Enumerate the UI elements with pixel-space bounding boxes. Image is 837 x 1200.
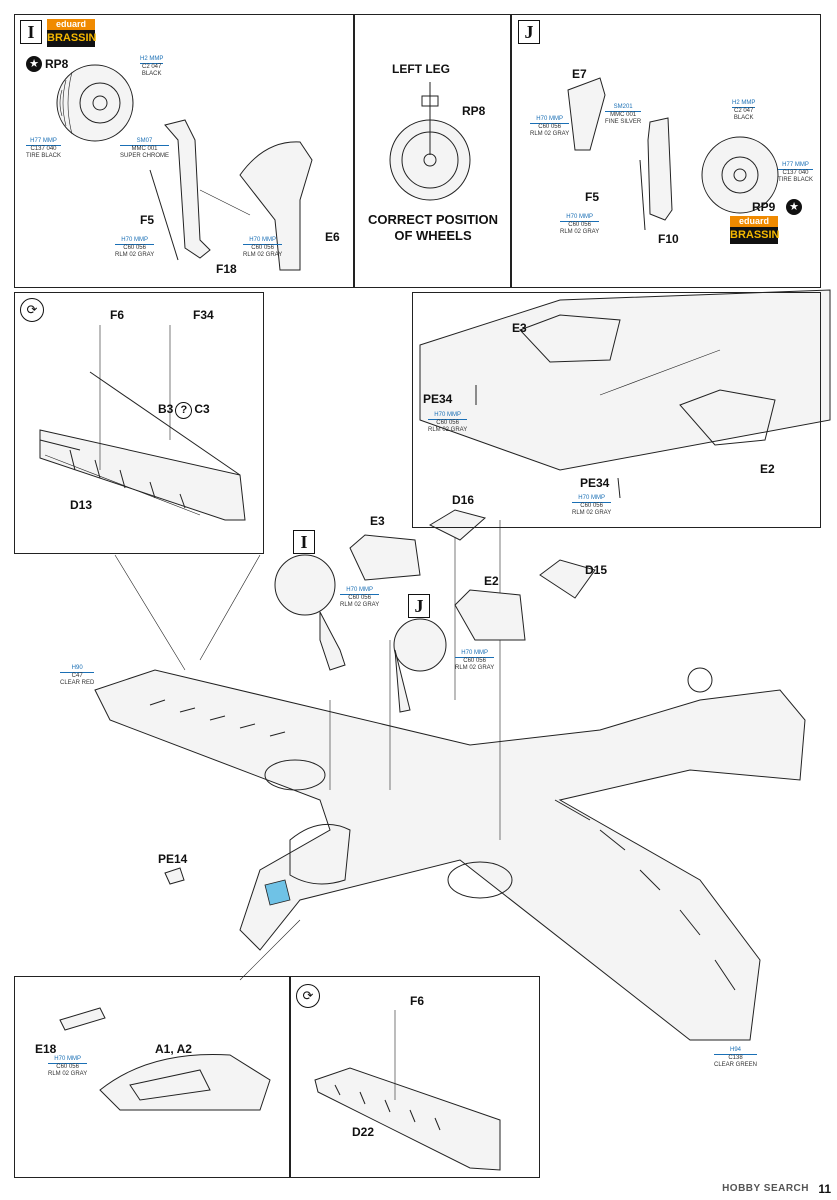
panel-step-i: [14, 14, 354, 288]
main-strut-i-icon: [274, 554, 346, 671]
left-leg-label: LEFT LEG: [392, 62, 450, 76]
correct-position-caption: CORRECT POSITION OF WHEELS: [367, 212, 498, 243]
part-d22: D22: [352, 1125, 375, 1139]
ref-step-i: I: [293, 530, 315, 554]
part-rp8-correct: RP8: [462, 104, 486, 118]
watermark: HOBBY SEARCH: [722, 1183, 809, 1194]
part-f6: F6: [110, 308, 125, 322]
part-pe14: PE14: [158, 852, 188, 866]
part-e7: E7: [572, 67, 587, 81]
j-strut-icon: [567, 77, 779, 231]
step-j-label: J: [518, 20, 540, 44]
part-a1-a2: A1, A2: [155, 1042, 192, 1056]
panel-correct-position: [354, 14, 511, 288]
ref-step-j: J: [408, 594, 430, 618]
panel-step-j: [511, 14, 821, 288]
correct-wheel-icon: [389, 82, 471, 201]
panel-wing-tip-detail: [290, 976, 540, 1178]
part-e3-detail: E3: [512, 321, 527, 335]
part-e2: E2: [484, 574, 499, 588]
step-i-label: I: [20, 20, 42, 44]
wheel-icon: [56, 64, 134, 142]
part-f5-j: F5: [585, 190, 600, 204]
rotate-icon: ⟳: [20, 298, 44, 322]
part-pe34-b: PE34: [580, 476, 610, 490]
part-f6-bottom: F6: [410, 994, 425, 1008]
cockpit-detail-icon: [59, 1007, 271, 1111]
part-e6: E6: [325, 230, 340, 244]
rotate-icon-2: ⟳: [296, 984, 320, 1008]
question-icon: ?: [175, 402, 193, 419]
part-d16: D16: [452, 493, 475, 507]
wing-tip-detail-icon: [314, 1010, 501, 1171]
part-e18: E18: [35, 1042, 57, 1056]
part-rp8: RP8: [45, 57, 69, 71]
part-rp9: RP9: [752, 200, 776, 214]
part-e3: E3: [370, 514, 385, 528]
part-pe34-a: PE34: [423, 392, 453, 406]
part-d13: D13: [70, 498, 93, 512]
star-icon-j: ★: [786, 199, 802, 215]
part-f5: F5: [140, 213, 155, 227]
part-e2-detail: E2: [760, 462, 775, 476]
strut-icon: [149, 119, 313, 271]
main-strut-j-icon: [393, 618, 447, 713]
part-d15: D15: [585, 563, 608, 577]
panel-cockpit-detail: [14, 976, 290, 1178]
part-f10: F10: [658, 232, 679, 246]
parts-b3-c3: B3?C3: [158, 402, 210, 419]
cover-parts-icon: [164, 509, 596, 885]
wing-detail-icon: [39, 325, 246, 521]
part-f34: F34: [193, 308, 214, 322]
panel-wing-detail: [14, 292, 264, 554]
aircraft-icon: [94, 520, 806, 1041]
fuselage-top-detail-icon: [419, 289, 831, 499]
panel-fuselage-detail: [412, 292, 821, 528]
star-icon: ★: [26, 56, 42, 72]
part-f18: F18: [216, 262, 237, 276]
page-number: 11: [818, 1182, 831, 1196]
